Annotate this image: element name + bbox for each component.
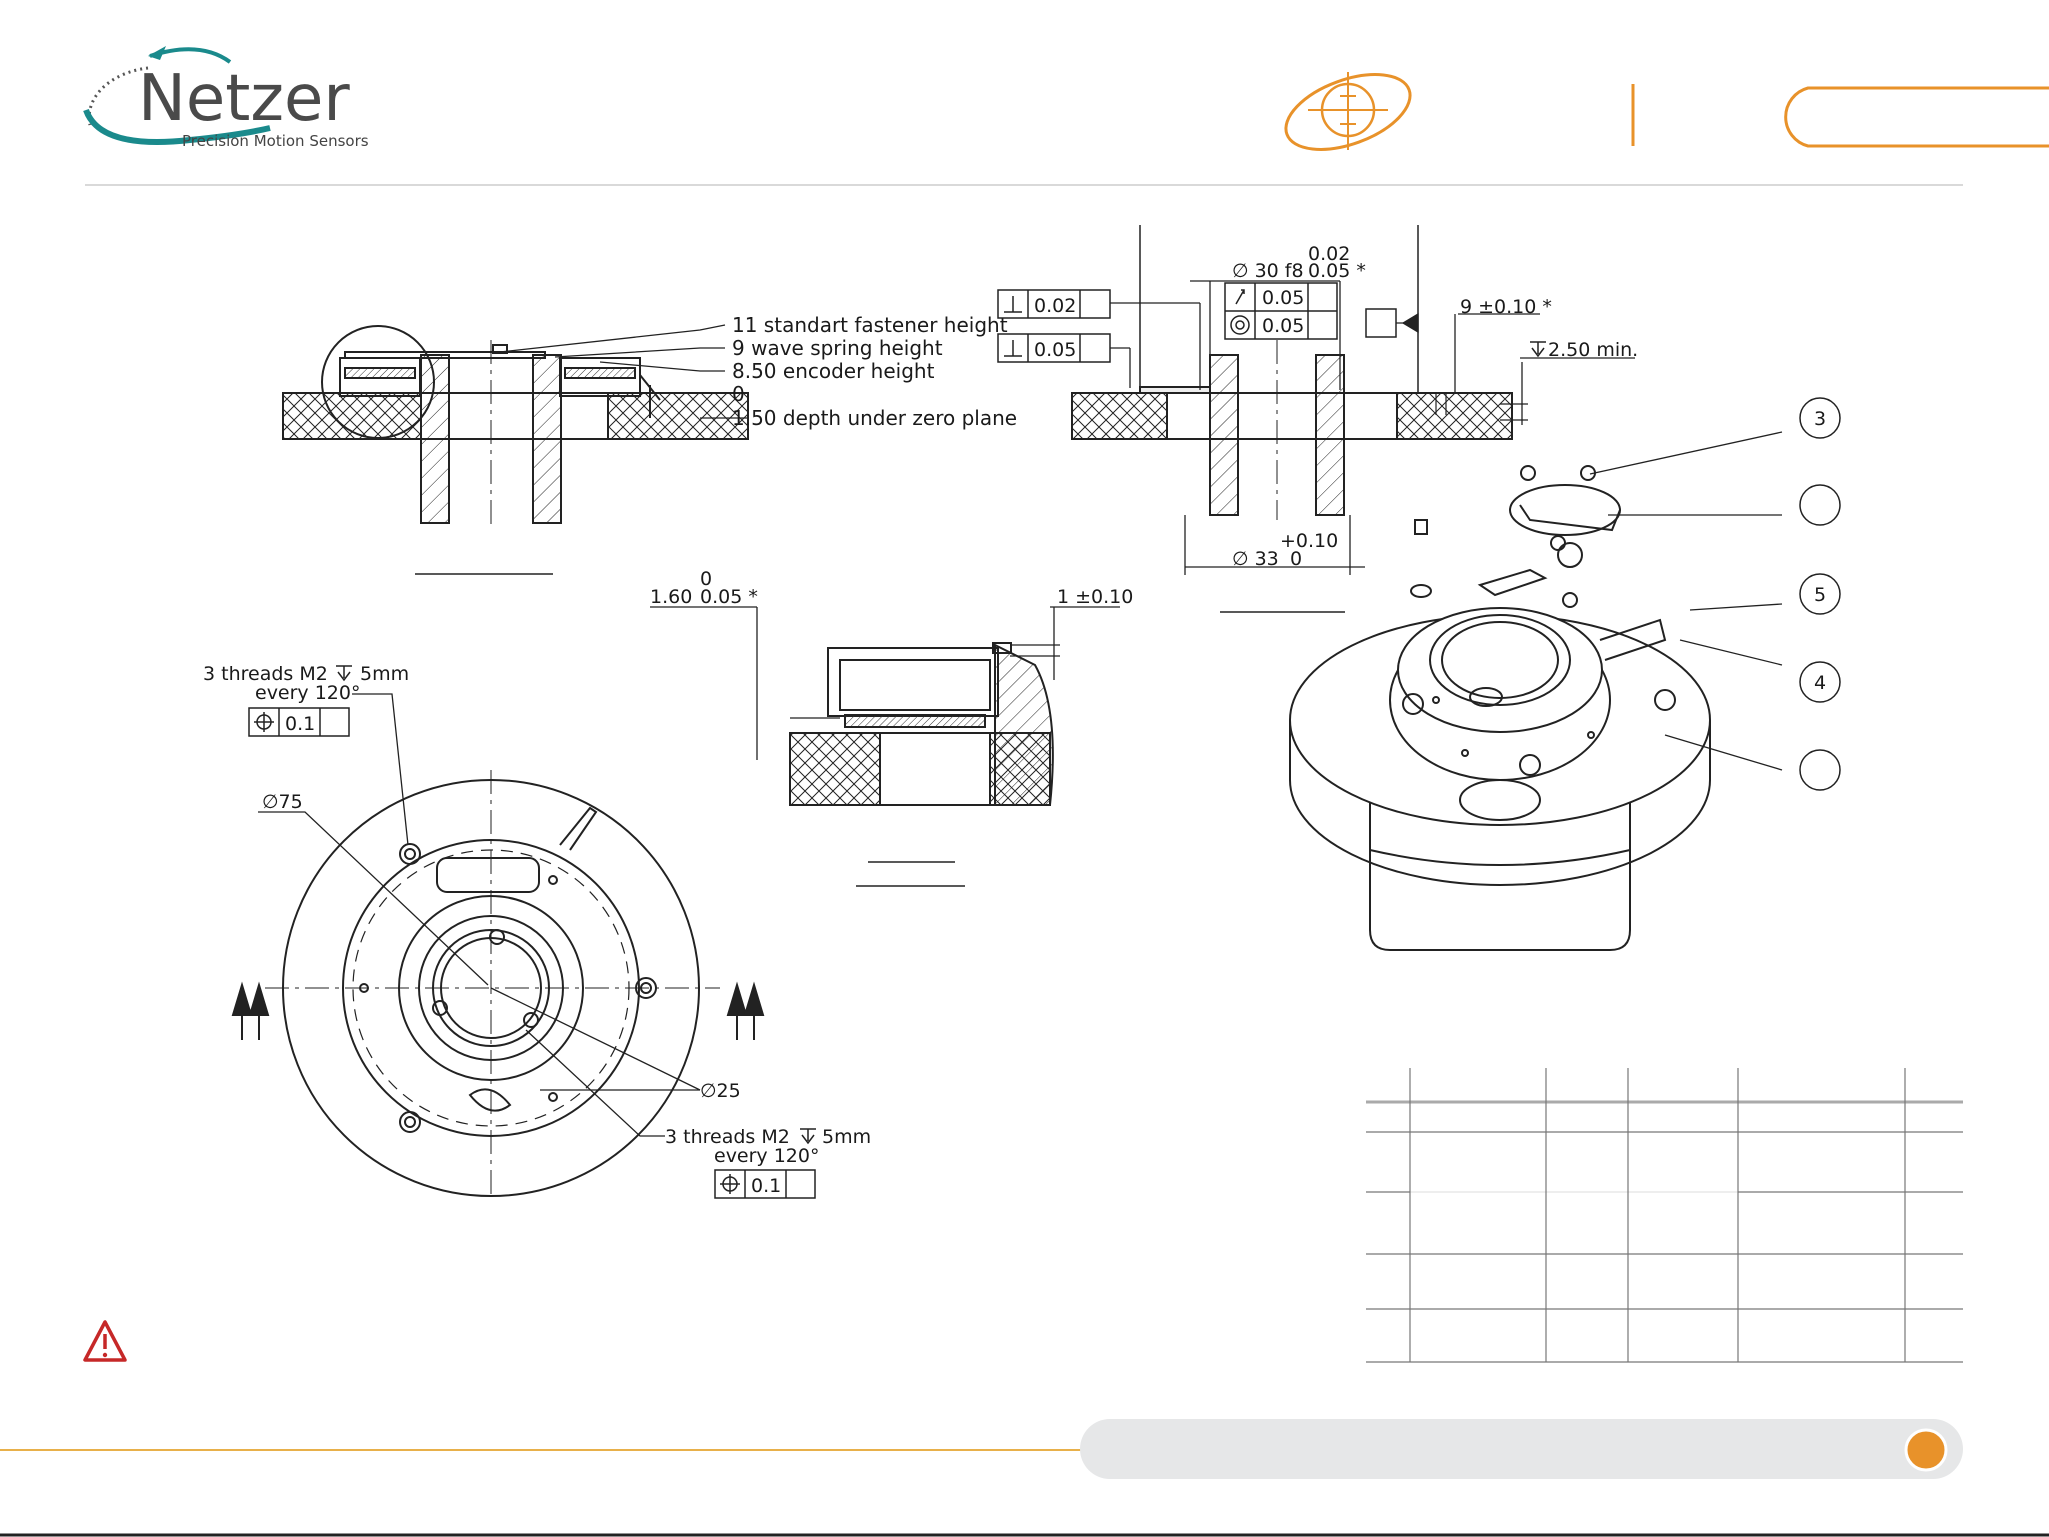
label-wave-spring-height: 9 wave spring height	[732, 336, 943, 360]
datum-box	[1365, 308, 1397, 338]
balloon-5-label: 5	[1814, 584, 1826, 606]
gap-value: 1.60	[650, 586, 692, 608]
left-height-labels: 11 standart fastener height 9 wave sprin…	[499, 313, 1017, 430]
position-tol-outer-value: 0.1	[285, 713, 315, 735]
shaft-tol-lower: 0.05 *	[1308, 260, 1366, 282]
height-dimension: 9 ±0.10 *	[1460, 296, 1552, 318]
label-depth-under-zero: 1.50 depth under zero plane	[732, 406, 1017, 430]
bore-tol-upper: +0.10	[1280, 530, 1338, 552]
inner-thread-depth: 5mm	[822, 1126, 871, 1148]
gap-lower: 0.05 *	[700, 586, 758, 608]
runout-tol: 0.05	[1262, 287, 1304, 309]
depth-symbol-icon	[336, 665, 352, 682]
bore-tol-lower: 0	[1290, 548, 1302, 570]
section-view-left	[282, 325, 749, 525]
depth-min: 2.50 min.	[1548, 339, 1638, 361]
position-tolerance-inner: 0.1	[714, 1169, 816, 1199]
perp-tol-2: 0.05	[1034, 339, 1076, 361]
concentricity-tol: 0.05	[1262, 315, 1304, 337]
perpendicularity-icon	[1004, 340, 1022, 357]
balloon-1	[1799, 749, 1841, 791]
brand-tagline: Precision Motion Sensors	[182, 132, 369, 150]
position-tolerance-outer: 0.1	[248, 707, 350, 737]
top-view-arrows	[231, 981, 765, 1040]
outer-thread-spacing: every 120°	[255, 682, 360, 704]
bore-diameter: ∅ 33	[1232, 548, 1279, 570]
offset-dimension: 1 ±0.10	[1057, 586, 1133, 608]
outer-diameter: ∅75	[262, 791, 303, 813]
right-tolerance-frames: 0.02 0.05 0.05 0.05 0.02 ∅ 30 f8 0.05 * …	[997, 243, 1638, 570]
crosshair-target-icon	[1284, 72, 1412, 151]
inner-diameter: ∅25	[700, 1080, 741, 1102]
netzer-logo: Netzer Precision Motion Sensors	[83, 46, 369, 150]
warning-triangle-icon	[83, 1320, 127, 1362]
right-dimensions	[1108, 280, 1635, 613]
position-tol-inner-value: 0.1	[751, 1175, 781, 1197]
perpendicularity-icon	[1004, 296, 1022, 313]
orange-circle-icon	[1904, 1428, 1948, 1472]
inner-thread-spacing: every 120°	[714, 1145, 819, 1167]
parts-table	[1366, 1068, 1963, 1363]
isometric-view	[1289, 465, 1711, 951]
balloon-3-label: 3	[1814, 408, 1826, 430]
top-view-leaders	[258, 693, 701, 1137]
label-encoder-height: 8.50 encoder height	[732, 359, 935, 383]
brand-name: Netzer	[138, 62, 350, 136]
balloon-2	[1799, 484, 1841, 526]
perp-tol-1: 0.02	[1034, 295, 1076, 317]
label-zero-plane: 0	[732, 382, 745, 406]
label-fastener-height: 11 standart fastener height	[732, 313, 1008, 337]
footer-bar	[1080, 1419, 1963, 1479]
shaft-tol-upper: 0.02	[1308, 243, 1350, 265]
top-view	[265, 770, 720, 1200]
shaft-diameter: ∅ 30 f8	[1232, 260, 1304, 282]
header-tab	[1784, 86, 2049, 148]
outer-thread-label: 3 threads M2	[203, 663, 328, 685]
depth-symbol-icon	[800, 1128, 816, 1145]
gap-upper: 0	[700, 568, 712, 590]
section-view-right	[1071, 225, 1513, 520]
depth-symbol-icon	[1530, 341, 1546, 358]
concentricity-icon	[1230, 315, 1250, 335]
iso-leaders	[1589, 431, 1783, 771]
runout-icon	[1235, 289, 1245, 305]
outer-thread-depth: 5mm	[360, 663, 409, 685]
balloon-5: 5	[1799, 573, 1841, 615]
balloon-3: 3	[1799, 397, 1841, 439]
detail-view	[650, 606, 1120, 887]
balloon-4-label: 4	[1814, 672, 1826, 694]
balloon-4: 4	[1799, 661, 1841, 703]
inner-thread-label: 3 threads M2	[665, 1126, 790, 1148]
